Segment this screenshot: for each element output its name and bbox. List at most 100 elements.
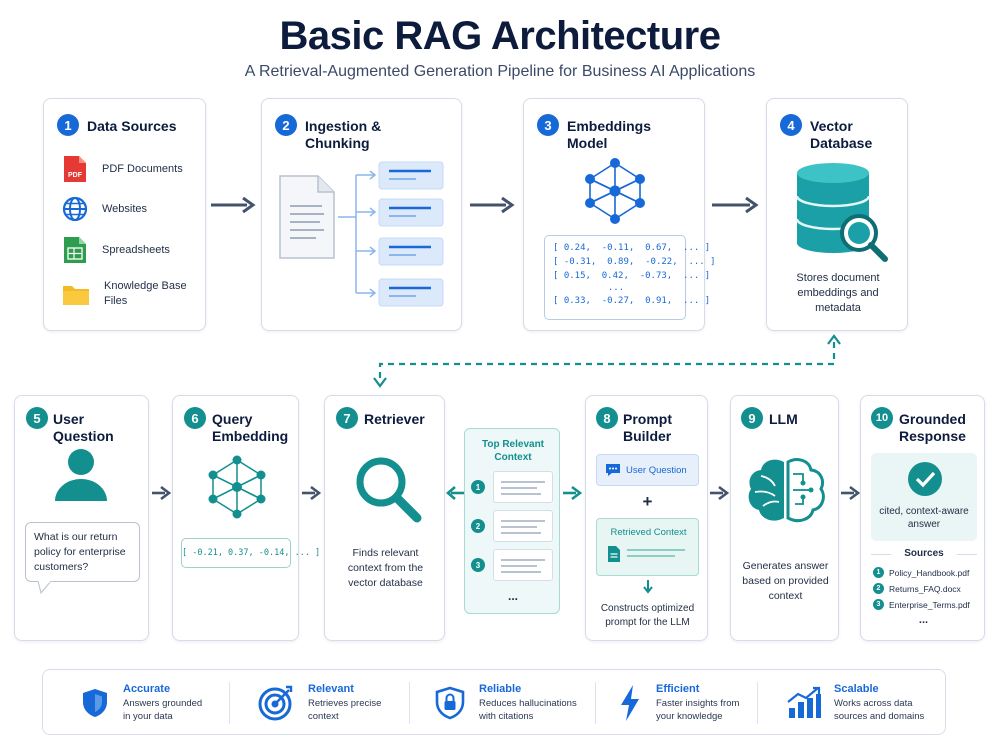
step-number-badge: 1 xyxy=(57,114,79,136)
step-query-embedding: 6 Query Embedding [ -0.21, 0.37, -0.14, … xyxy=(172,395,320,641)
benefit-efficient: Efficient Faster insights from your know… xyxy=(618,670,739,736)
vector-row: ... xyxy=(607,283,625,293)
benefit-line: with citations xyxy=(479,711,534,722)
chunk-card xyxy=(493,510,553,542)
benefit-reliable: Reliable Reduces hallucinations with cit… xyxy=(435,670,577,736)
vector-row: [ 0.24, -0.11, 0.67, ... ] xyxy=(553,243,711,253)
step-ingestion-chunking: 2 Ingestion & Chunking xyxy=(261,98,462,331)
benefits-bar: Accurate Answers grounded in your data R… xyxy=(42,669,946,735)
desc-line: context from the xyxy=(347,562,424,574)
divider xyxy=(595,682,596,724)
step-title-line2: Embedding xyxy=(212,428,289,444)
bubble-tail xyxy=(37,581,52,595)
step-embeddings-model: 3 Embeddings Model [ 0.24, -0.11, 0.67, … xyxy=(523,98,716,331)
dashed-connector-arrow xyxy=(373,334,841,388)
more-ellipsis: ... xyxy=(507,589,518,603)
neural-network-icon xyxy=(585,158,645,224)
search-icon xyxy=(356,457,422,523)
panel-title: Top Relevant Context xyxy=(465,438,561,464)
source-spreadsheets: Spreadsheets xyxy=(62,235,170,265)
arrow-right-icon xyxy=(152,485,172,501)
benefit-relevant: Relevant Retrieves precise context xyxy=(258,670,381,736)
question-line: policy for enterprise xyxy=(34,546,126,558)
user-icon xyxy=(55,449,107,501)
source-label: Websites xyxy=(102,202,148,215)
page-subtitle: A Retrieval-Augmented Generation Pipelin… xyxy=(244,63,756,80)
question-line: What is our return xyxy=(34,531,118,543)
benefit-title: Efficient xyxy=(656,683,700,695)
benefit-line: your knowledge xyxy=(656,711,723,722)
question-bubble: What is our return policy for enterprise… xyxy=(25,522,140,582)
desc-line: context xyxy=(768,590,803,602)
database-search-icon xyxy=(795,163,888,262)
embedding-vector-box: [ 0.24, -0.11, 0.67, ... ] [ -0.31, 0.89… xyxy=(544,235,716,320)
user-question-chip: User Question xyxy=(596,454,699,486)
step-number-badge: 2 xyxy=(275,114,297,136)
chunk-number-badge: 3 xyxy=(471,558,485,572)
brain-icon xyxy=(748,458,825,523)
step-title-line1: Grounded xyxy=(899,411,966,427)
step-prompt-builder: 8 Prompt Builder User Question + Retriev… xyxy=(585,395,708,641)
context-chunk: 1 xyxy=(471,471,555,503)
step-number-badge: 10 xyxy=(871,407,893,429)
step-title-line1: Prompt xyxy=(623,411,672,427)
arrow-down-icon xyxy=(643,580,653,594)
panel-title-line: Context xyxy=(494,452,532,463)
benefit-title: Reliable xyxy=(479,683,522,695)
benefit-line: sources and domains xyxy=(834,711,925,722)
arrow-right-icon xyxy=(302,485,322,501)
pdf-icon: PDF xyxy=(64,156,86,182)
answer-text: cited, context-aware answer xyxy=(871,505,977,531)
answer-line: answer xyxy=(907,519,941,530)
step-user-question: 5 User Question What is our return polic… xyxy=(14,395,149,641)
desc-line: prompt for the LLM xyxy=(605,617,690,628)
divider xyxy=(757,682,758,724)
more-ellipsis: ... xyxy=(918,614,929,626)
source-item: 1 Policy_Handbook.pdf xyxy=(873,567,969,578)
source-pdf: PDF PDF Documents xyxy=(62,154,183,184)
source-label: PDF Documents xyxy=(102,162,183,175)
step-description: Generates answer based on provided conte… xyxy=(731,559,840,604)
step-number-badge: 7 xyxy=(336,407,358,429)
vector-row: [ -0.31, 0.89, -0.22, ... ] xyxy=(553,257,716,267)
source-file[interactable]: Enterprise_Terms.pdf xyxy=(889,599,970,610)
arrow-right-icon xyxy=(470,196,515,214)
step-title-line2: Chunking xyxy=(305,135,370,151)
source-number-badge: 1 xyxy=(873,567,884,578)
step-title-line1: Embeddings xyxy=(567,118,652,134)
sources-title: Sources xyxy=(891,548,957,559)
chip-label: Retrieved Context xyxy=(610,527,687,538)
source-item: 3 Enterprise_Terms.pdf xyxy=(873,599,970,610)
chat-bubble-icon xyxy=(606,464,620,476)
context-chunk: 2 xyxy=(471,510,555,542)
chip-label: User Question xyxy=(626,464,687,476)
benefit-title: Accurate xyxy=(123,683,171,695)
source-file[interactable]: Returns_FAQ.docx xyxy=(889,583,961,594)
source-label: Knowledge Base Files xyxy=(104,280,187,307)
question-line: customers? xyxy=(34,561,89,573)
chunk-number-badge: 1 xyxy=(471,480,485,494)
panel-title-line: Top Relevant xyxy=(481,439,545,450)
arrow-right-icon xyxy=(712,196,759,214)
lightning-icon xyxy=(621,685,639,721)
step-description: Stores document embeddings and metadata xyxy=(767,271,909,316)
step-title-line2: Model xyxy=(567,135,608,151)
desc-line: Generates answer xyxy=(742,560,829,572)
benefit-line: in your data xyxy=(123,711,173,722)
step-title-line1: Vector xyxy=(810,118,853,134)
chunk-card xyxy=(493,471,553,503)
chunk-number-badge: 2 xyxy=(471,519,485,533)
step-description: Constructs optimized prompt for the LLM xyxy=(586,602,709,630)
target-icon xyxy=(258,685,293,721)
step-title-line2: Database xyxy=(810,135,873,151)
document-chunking-icon xyxy=(279,161,444,307)
vector-row: [ 0.15, 0.42, -0.73, ... ] xyxy=(553,271,711,281)
answer-box: cited, context-aware answer xyxy=(871,453,977,541)
context-chunk: 3 xyxy=(471,549,555,581)
source-knowledge-base: Knowledge Base Files xyxy=(62,279,194,309)
plus-sign: + xyxy=(642,492,653,511)
source-file[interactable]: Policy_Handbook.pdf xyxy=(889,567,970,578)
query-vector-box: [ -0.21, 0.37, -0.14, ... ] xyxy=(181,538,320,568)
desc-line: vector database xyxy=(348,577,423,589)
arrow-right-icon xyxy=(211,196,256,214)
